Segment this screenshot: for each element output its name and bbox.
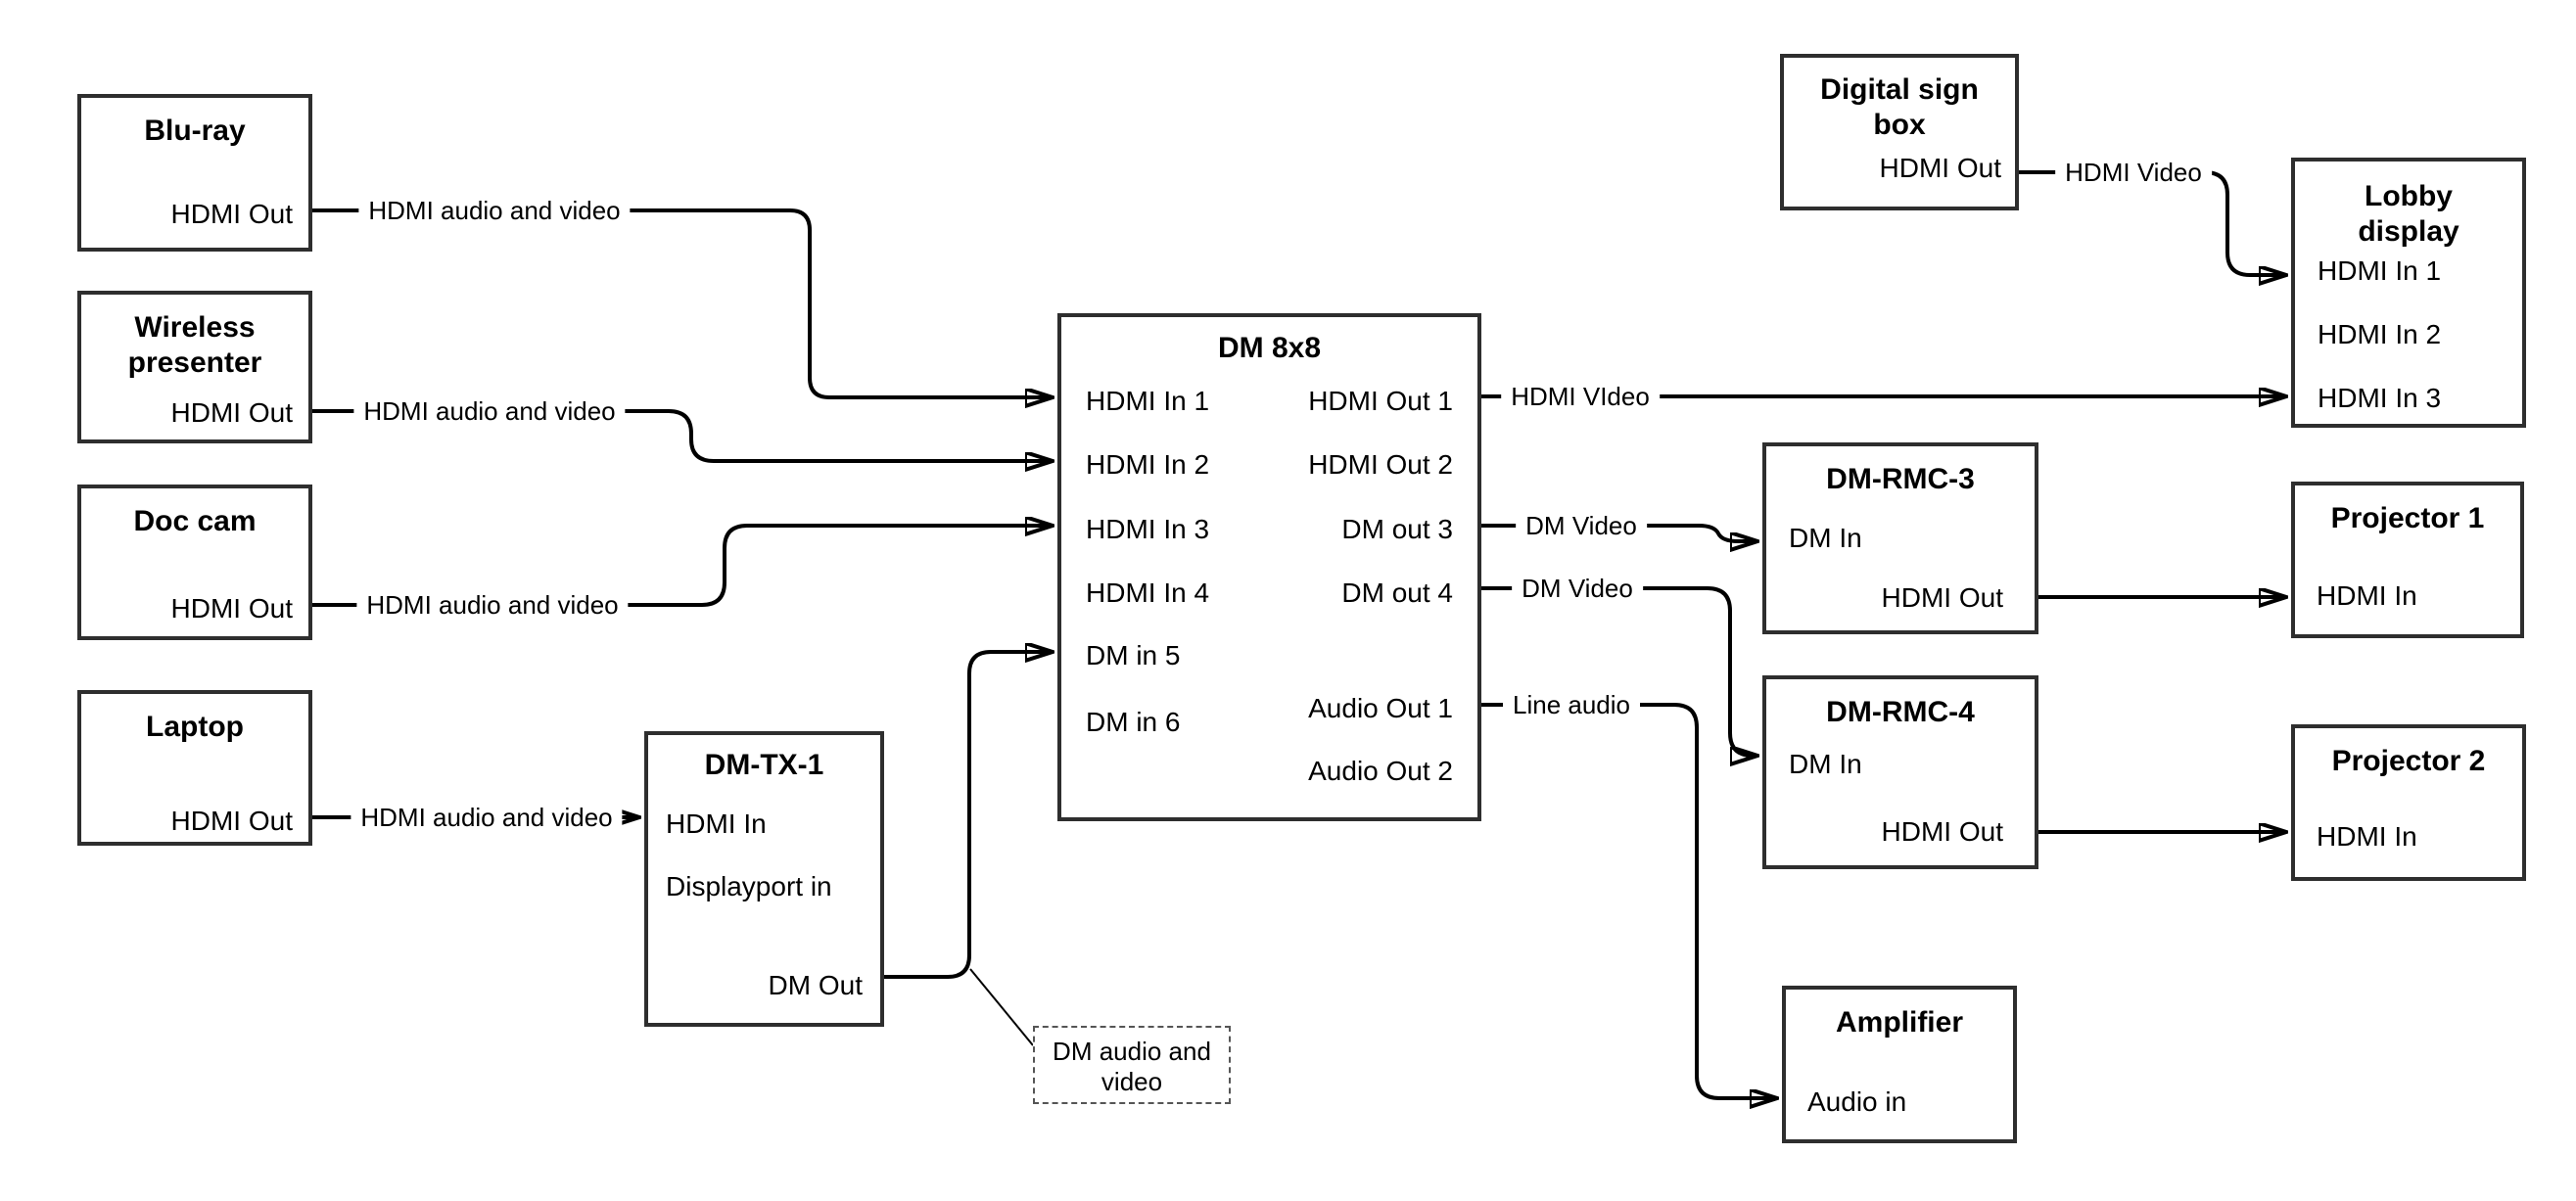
node-title: DM-TX-1 — [704, 749, 824, 781]
port-dm8x8-hdmi-out-2: HDMI Out 2 — [1308, 449, 1453, 480]
node-dm-8x8: DM 8x8 HDMI In 1 HDMI In 2 HDMI In 3 HDM… — [1057, 313, 1481, 821]
node-projector-2: Projector 2 HDMI In — [2291, 724, 2526, 881]
node-dm-rmc-3: DM-RMC-3 DM In HDMI Out — [1762, 442, 2038, 634]
port-doccam-hdmi-out: HDMI Out — [170, 593, 293, 624]
node-laptop: Laptop HDMI Out — [77, 690, 312, 846]
port-dm8x8-audio-out-1: Audio Out 1 — [1308, 693, 1453, 723]
port-digitalsign-hdmi-out: HDMI Out — [1879, 153, 2001, 183]
port-rmc4-hdmi-out: HDMI Out — [1881, 816, 2003, 847]
wire-label-dm-out4: DM Video — [1512, 573, 1643, 604]
port-dm8x8-hdmi-in-3: HDMI In 3 — [1086, 514, 1210, 544]
node-title: Projector 1 — [2330, 502, 2485, 534]
wire-bluray-to-dm8x8-in1 — [312, 208, 1052, 397]
node-title: Amplifier — [1835, 1006, 1964, 1039]
port-dmtx-hdmi-in: HDMI In — [666, 808, 767, 839]
port-rmc3-hdmi-out: HDMI Out — [1881, 582, 2003, 613]
port-rmc4-dm-in: DM In — [1789, 749, 1862, 779]
node-digital-sign-box: Digital sign box HDMI Out — [1780, 54, 2019, 210]
port-dm8x8-hdmi-out-1: HDMI Out 1 — [1308, 386, 1453, 416]
node-lobby-display: Lobby display HDMI In 1 HDMI In 2 HDMI I… — [2291, 158, 2526, 428]
node-title: Blu-ray — [144, 115, 246, 147]
node-doc-cam: Doc cam HDMI Out — [77, 485, 312, 640]
wire-label-doccam: HDMI audio and video — [356, 589, 629, 621]
wire-dm8x8-audio1-to-amplifier — [1481, 703, 1776, 1098]
port-lobby-hdmi-in-2: HDMI In 2 — [2318, 319, 2442, 349]
node-title: Lobby display — [2358, 180, 2459, 248]
port-dmtx-dm-out: DM Out — [768, 970, 863, 1000]
node-dm-rmc-4: DM-RMC-4 DM In HDMI Out — [1762, 675, 2038, 869]
port-dm8x8-dm-in-5: DM in 5 — [1086, 640, 1181, 670]
node-title: Projector 2 — [2331, 745, 2486, 777]
node-amplifier: Amplifier Audio in — [1782, 986, 2017, 1143]
wire-digitalsign-to-lobby-in1 — [2019, 170, 2285, 275]
wire-dmtx-to-dm8x8-in5 — [884, 652, 1052, 979]
port-wireless-hdmi-out: HDMI Out — [170, 397, 293, 428]
wire-label-laptop: HDMI audio and video — [351, 802, 623, 833]
node-projector-1: Projector 1 HDMI In — [2291, 482, 2524, 638]
port-amplifier-audio-in: Audio in — [1807, 1086, 1907, 1117]
wire-doccam-to-dm8x8-in3 — [312, 526, 1052, 607]
port-proj2-hdmi-in: HDMI In — [2317, 821, 2417, 852]
node-title: Laptop — [146, 711, 244, 743]
port-rmc3-dm-in: DM In — [1789, 523, 1862, 553]
node-bluray: Blu-ray HDMI Out — [77, 94, 312, 252]
wire-label-audio-out1: Line audio — [1503, 689, 1640, 720]
node-title: Doc cam — [133, 505, 257, 537]
node-title: DM-RMC-3 — [1826, 463, 1975, 495]
port-proj1-hdmi-in: HDMI In — [2317, 580, 2417, 611]
node-dm-tx-1: DM-TX-1 HDMI In Displayport in DM Out — [644, 731, 884, 1027]
wire-label-digitalsign: HDMI Video — [2055, 157, 2212, 188]
port-dmtx-displayport-in: Displayport in — [666, 871, 832, 901]
wire-dm8x8-out4-to-rmc4 — [1481, 586, 1756, 756]
wire-label-bluray: HDMI audio and video — [358, 195, 631, 226]
node-title: Wireless presenter — [127, 311, 262, 379]
port-bluray-hdmi-out: HDMI Out — [170, 199, 293, 229]
node-title: DM 8x8 — [1217, 332, 1322, 364]
port-dm8x8-audio-out-2: Audio Out 2 — [1308, 756, 1453, 786]
wire-wireless-to-dm8x8-in2 — [312, 409, 1052, 461]
port-dm8x8-dm-out-4: DM out 4 — [1341, 577, 1453, 608]
callout-dm-audio-video: DM audio and video — [1033, 1026, 1231, 1104]
port-dm8x8-dm-out-3: DM out 3 — [1341, 514, 1453, 544]
wire-label-hdmi-out1: HDMI VIdeo — [1501, 381, 1660, 412]
port-dm8x8-dm-in-6: DM in 6 — [1086, 707, 1181, 737]
wire-label-dm-out3: DM Video — [1516, 510, 1647, 541]
port-lobby-hdmi-in-1: HDMI In 1 — [2318, 255, 2442, 286]
port-lobby-hdmi-in-3: HDMI In 3 — [2318, 383, 2442, 413]
wire-dm8x8-out3-to-rmc3 — [1481, 524, 1756, 541]
node-title: Digital sign box — [1820, 73, 1979, 141]
port-dm8x8-hdmi-in-2: HDMI In 2 — [1086, 449, 1210, 480]
port-dm8x8-hdmi-in-1: HDMI In 1 — [1086, 386, 1210, 416]
port-dm8x8-hdmi-in-4: HDMI In 4 — [1086, 577, 1210, 608]
port-laptop-hdmi-out: HDMI Out — [170, 806, 293, 836]
node-title: DM-RMC-4 — [1826, 696, 1975, 728]
wire-label-wireless: HDMI audio and video — [353, 395, 626, 427]
callout-leader-line — [969, 968, 1034, 1046]
node-wireless-presenter: Wireless presenter HDMI Out — [77, 291, 312, 443]
